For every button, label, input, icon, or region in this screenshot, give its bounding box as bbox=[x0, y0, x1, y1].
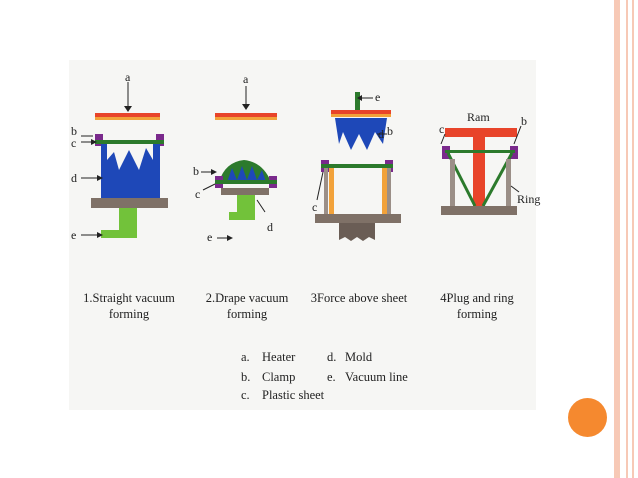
panel-force-above bbox=[315, 92, 401, 241]
vacuum-2 bbox=[229, 195, 255, 220]
caption-2-line-1: 2.Drape vacuum bbox=[205, 291, 289, 305]
heater-3 bbox=[331, 110, 391, 116]
p2-label-d: d bbox=[267, 220, 273, 234]
mold-1 bbox=[101, 144, 160, 200]
p2-label-b: b bbox=[193, 164, 199, 178]
caption-plug-ring: 4Plug and ring forming bbox=[419, 290, 535, 322]
p2-label-c: c bbox=[195, 187, 201, 201]
p3-label-e: e bbox=[375, 90, 381, 104]
legend-key-c: c. bbox=[241, 388, 250, 402]
panel-drape-vacuum bbox=[201, 86, 277, 241]
caption-straight-vacuum: 1.Straight vacuum forming bbox=[74, 290, 184, 322]
caption-3-line-1: 3Force above sheet bbox=[310, 291, 408, 305]
p4-label-ring: Ring bbox=[517, 192, 541, 206]
thermoforming-figure: a b c d e a b c d e e d b c Ram c b Ring… bbox=[69, 60, 540, 410]
legend-key-a: a. bbox=[241, 350, 250, 364]
sheet-3 bbox=[321, 164, 393, 168]
mold-2 bbox=[227, 166, 266, 182]
caption-drape-vacuum: 2.Drape vacuum forming bbox=[195, 290, 299, 322]
p3-label-d: d bbox=[378, 127, 384, 141]
legend-key-d: d. bbox=[327, 350, 337, 364]
p1-label-a: a bbox=[125, 70, 131, 84]
legend-text-plastic-sheet: Plastic sheet bbox=[262, 388, 325, 402]
slide-border-thin-2 bbox=[632, 0, 634, 478]
p4-label-b: b bbox=[521, 114, 527, 128]
legend-text-heater: Heater bbox=[262, 350, 296, 364]
caption-4-line-1: 4Plug and ring forming bbox=[440, 291, 514, 321]
vacuum-1 bbox=[101, 208, 137, 238]
legend-text-mold: Mold bbox=[345, 350, 373, 364]
panel-straight-vacuum bbox=[81, 82, 168, 238]
p1-label-e: e bbox=[71, 228, 77, 242]
p1-label-b: b bbox=[71, 124, 77, 138]
p1-label-c: c bbox=[71, 136, 77, 150]
heater-1 bbox=[95, 113, 160, 120]
heater-2 bbox=[215, 113, 277, 120]
p3-label-b: b bbox=[387, 124, 393, 138]
p4-label-ram: Ram bbox=[467, 110, 490, 124]
sheet-1 bbox=[95, 140, 164, 144]
caption-2-line-2: forming bbox=[226, 307, 268, 321]
thermoforming-diagram bbox=[81, 82, 522, 241]
caption-1-line-2: forming bbox=[108, 307, 150, 321]
legend-text-clamp: Clamp bbox=[262, 370, 296, 384]
p1-label-d: d bbox=[71, 171, 77, 185]
slide-border-thin-1 bbox=[626, 0, 628, 478]
slide-accent-circle bbox=[568, 398, 607, 437]
ram-4 bbox=[445, 128, 517, 137]
mold-3 bbox=[335, 118, 387, 150]
legend-text-vacuum-line: Vacuum line bbox=[345, 370, 408, 384]
p2-label-a: a bbox=[243, 72, 249, 86]
p2-label-e: e bbox=[207, 230, 213, 244]
p4-label-c: c bbox=[439, 122, 445, 136]
legend-key-e: e. bbox=[327, 370, 336, 384]
caption-1-line-1: 1.Straight vacuum bbox=[83, 291, 175, 305]
p3-label-c: c bbox=[312, 200, 318, 214]
caption-force-above: 3Force above sheet bbox=[309, 290, 409, 306]
slide-border-thick bbox=[614, 0, 620, 478]
legend-key-b: b. bbox=[241, 370, 251, 384]
panel-plug-ring bbox=[440, 125, 522, 215]
